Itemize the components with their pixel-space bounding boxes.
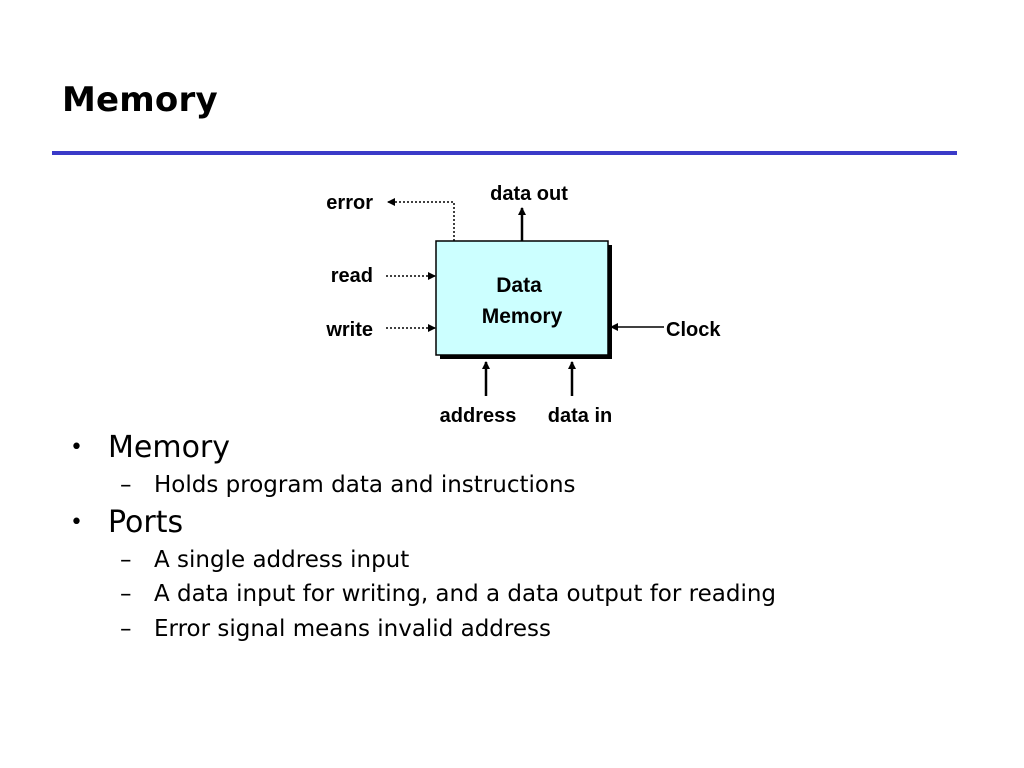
label-address: address: [440, 405, 517, 427]
block-label-memory: Memory: [482, 305, 563, 328]
sub-bullet: – Holds program data and instructions: [70, 468, 970, 503]
bullet-dot: •: [70, 435, 83, 460]
sub-bullet-dash: –: [120, 546, 132, 573]
slide-title: Memory: [62, 80, 218, 120]
label-clock: Clock: [666, 319, 721, 341]
title-divider: [52, 151, 957, 155]
sub-bullet-dash: –: [120, 615, 132, 642]
bullet-memory: • Memory: [70, 430, 970, 466]
bullet-ports: • Ports: [70, 505, 970, 541]
bullet-dot: •: [70, 509, 83, 535]
sub-bullet-dash: –: [120, 472, 132, 498]
bullet-text: Ports: [108, 504, 184, 540]
sub-bullet: – A single address input: [70, 543, 970, 578]
label-data-in: data in: [548, 405, 612, 427]
bullet-list: • Memory – Holds program data and instru…: [70, 430, 970, 646]
sub-bullet-dash: –: [120, 581, 132, 607]
sub-bullet: – A data input for writing, and a data o…: [70, 577, 970, 612]
sub-bullet-text: A single address input: [154, 546, 410, 573]
bullet-text: Memory: [108, 430, 231, 465]
block-label-data: Data: [496, 274, 542, 297]
data-memory-block: [435, 240, 609, 356]
sub-bullet-text: A data input for writing, and a data out…: [154, 581, 777, 607]
sub-bullet-text: Holds program data and instructions: [154, 472, 576, 498]
label-write: write: [325, 319, 373, 341]
error-arrow: [387, 198, 455, 241]
sub-bullet: – Error signal means invalid address: [70, 612, 970, 647]
label-data-out: data out: [490, 183, 568, 205]
label-read: read: [331, 265, 373, 287]
sub-bullet-text: Error signal means invalid address: [154, 615, 551, 642]
label-error: error: [326, 192, 373, 214]
